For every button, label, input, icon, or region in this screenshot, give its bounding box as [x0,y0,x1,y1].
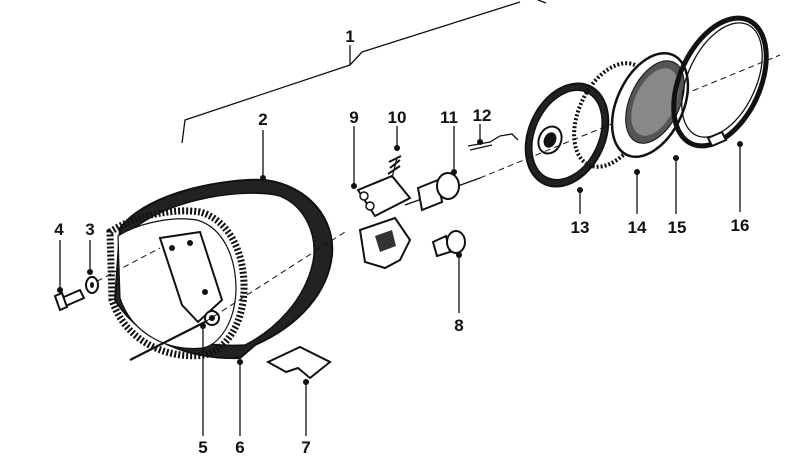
lens [610,51,690,159]
callout-1: 1 [345,27,354,46]
leader-lines [57,124,743,436]
rim-ring [671,15,769,149]
clamp-piece [265,345,332,380]
callout-14: 14 [628,218,647,237]
callout-8: 8 [454,316,463,335]
assembly-bracket [181,0,547,144]
callout-6: 6 [235,438,244,457]
callout-10: 10 [388,108,407,127]
callout-4: 4 [54,220,64,239]
callout-5: 5 [198,438,207,457]
callout-13: 13 [571,218,590,237]
callout-11: 11 [440,108,458,127]
callout-12: 12 [473,106,492,125]
washer [85,276,99,294]
reflector [479,54,781,188]
bulb-holder-assembly [356,155,481,270]
callout-3: 3 [85,220,94,239]
headlamp-housing [87,178,346,361]
spring-clip [467,133,519,151]
callout-16: 16 [731,216,750,235]
callout-2: 2 [258,110,267,129]
bolt [53,288,86,312]
bulb-parking [431,230,466,258]
callout-9: 9 [349,108,358,127]
callout-labels: 1 2 3 4 5 6 7 8 9 10 11 12 13 14 15 16 [54,27,749,457]
bulb-main [416,172,460,212]
callout-15: 15 [668,218,687,237]
callout-7: 7 [301,438,310,457]
